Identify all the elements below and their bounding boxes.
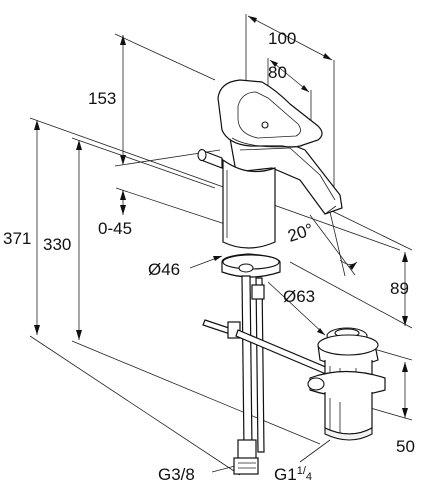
dim-diameter-body: Ø46 [148, 260, 180, 279]
thread-waste-frac-slash: / [303, 465, 307, 477]
thread-waste-frac-den: 4 [306, 471, 312, 483]
supply-hoses [233, 275, 265, 475]
popup-linkage [202, 319, 329, 375]
faucet-body [197, 79, 343, 278]
dim-diameter-waste: Ø63 [283, 287, 315, 306]
thread-waste-main: G1 [274, 465, 297, 484]
dim-width-total: 100 [268, 29, 296, 48]
dim-angle: 20° [285, 220, 315, 246]
dim-height-total: 371 [3, 229, 31, 248]
thread-supply-label: G3/8 [158, 465, 195, 484]
thread-waste-label: G11/4 [274, 465, 312, 484]
thread-waste-frac-num: 1 [297, 465, 303, 477]
dim-height-waste: 50 [396, 437, 415, 456]
waste-valve [307, 327, 386, 441]
dim-width-inner: 80 [268, 63, 287, 82]
dim-height-mid: 330 [43, 235, 71, 254]
dim-lever-range: 0-45 [98, 219, 132, 238]
dim-height-top: 153 [88, 89, 116, 108]
dim-height-spout: 89 [390, 279, 409, 298]
